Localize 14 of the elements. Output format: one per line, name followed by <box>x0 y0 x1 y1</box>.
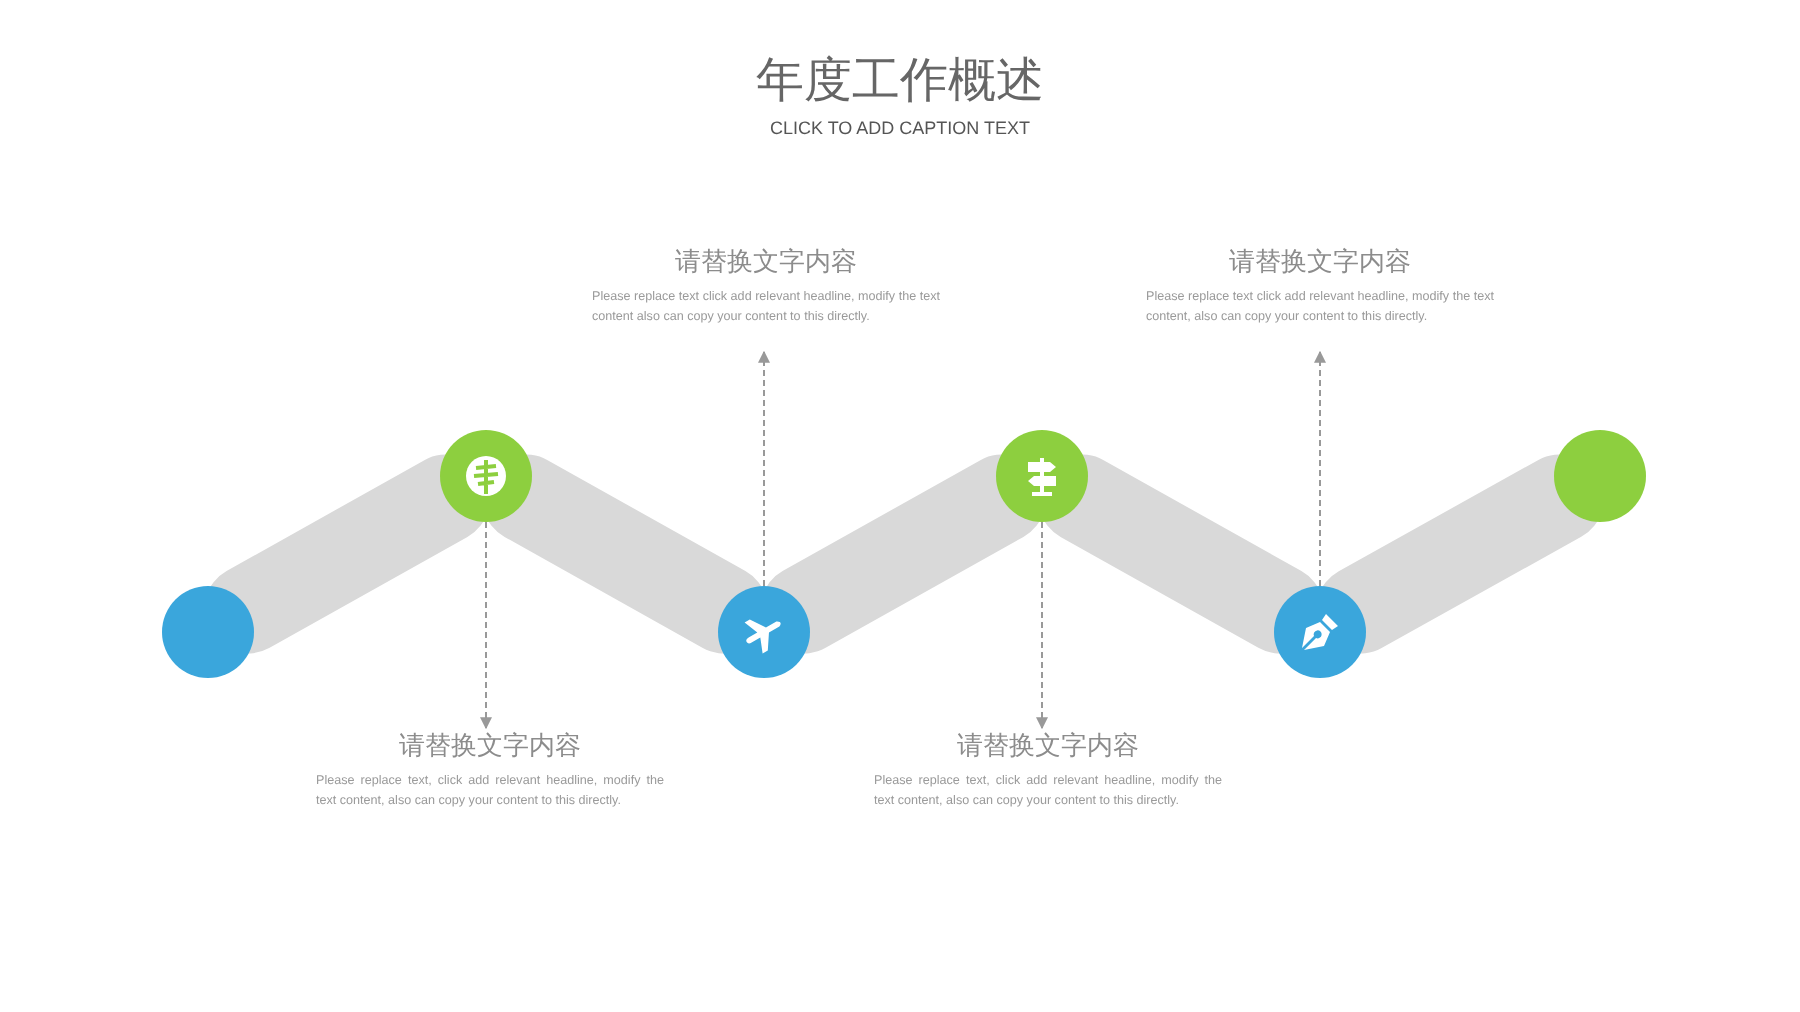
milestone-circle <box>1554 430 1646 522</box>
heading: 请替换文字内容 <box>955 730 1141 764</box>
heading: 请替换文字内容 <box>673 246 859 280</box>
dashed-arrow <box>480 521 492 730</box>
subtitle: CLICK TO ADD CAPTION TEXT <box>767 118 1033 138</box>
dashed-arrow <box>1036 521 1048 730</box>
milestone-circle <box>440 430 532 522</box>
heading: 请替换文字内容 <box>1227 246 1413 280</box>
title: 年度工作概述 <box>754 50 1046 112</box>
dashed-arrow <box>758 350 770 587</box>
dashed-arrow <box>1314 350 1326 587</box>
heading: 请替换文字内容 <box>397 730 583 764</box>
milestone-circle <box>996 430 1088 522</box>
milestone-circle <box>162 586 254 678</box>
